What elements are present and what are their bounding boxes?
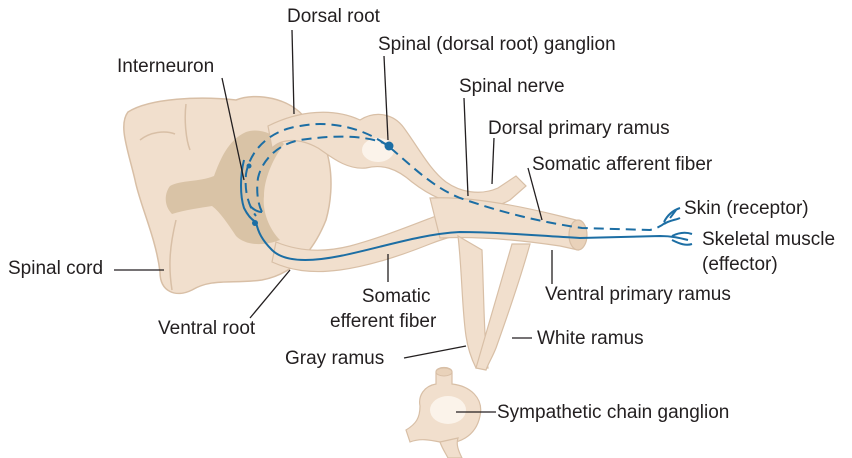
label-spinal-ganglion: Spinal (dorsal root) ganglion — [378, 34, 616, 56]
label-effector: (effector) — [702, 254, 835, 276]
label-ventral-root: Ventral root — [158, 318, 255, 340]
label-somatic-efferent-line2: efferent fiber — [330, 311, 436, 333]
label-somatic-afferent-fiber: Somatic afferent fiber — [532, 154, 712, 176]
label-dorsal-root: Dorsal root — [287, 6, 380, 28]
interneuron-soma-top — [247, 164, 252, 169]
label-dorsal-primary-ramus: Dorsal primary ramus — [488, 118, 670, 140]
nerve-cut-end — [569, 220, 587, 250]
motor-neuron-soma — [252, 220, 258, 226]
chain-ganglion-highlight — [430, 396, 466, 424]
label-ventral-primary-ramus: Ventral primary ramus — [545, 284, 731, 306]
label-interneuron: Interneuron — [117, 56, 214, 78]
ganglion-cell-body — [385, 142, 394, 151]
leader-gray-ramus — [404, 346, 466, 358]
chain-top-cut — [436, 368, 452, 376]
label-skeletal-muscle: Skeletal muscle (effector) — [702, 229, 835, 276]
label-skeletal-muscle-line1: Skeletal muscle — [702, 229, 835, 251]
leader-dorsal-root — [292, 30, 294, 114]
label-skin-receptor: Skin (receptor) — [684, 198, 809, 220]
label-somatic-efferent-line1: Somatic — [348, 286, 436, 308]
leader-spinal-nerve — [464, 98, 468, 196]
label-somatic-efferent: Somatic efferent fiber — [348, 286, 436, 333]
label-spinal-cord: Spinal cord — [8, 258, 103, 280]
label-spinal-nerve: Spinal nerve — [459, 76, 565, 98]
label-gray-ramus: Gray ramus — [285, 348, 384, 370]
leader-dorsal-ramus — [492, 138, 494, 184]
label-sympathetic-chain-ganglion: Sympathetic chain ganglion — [497, 402, 729, 424]
label-white-ramus: White ramus — [537, 328, 644, 350]
